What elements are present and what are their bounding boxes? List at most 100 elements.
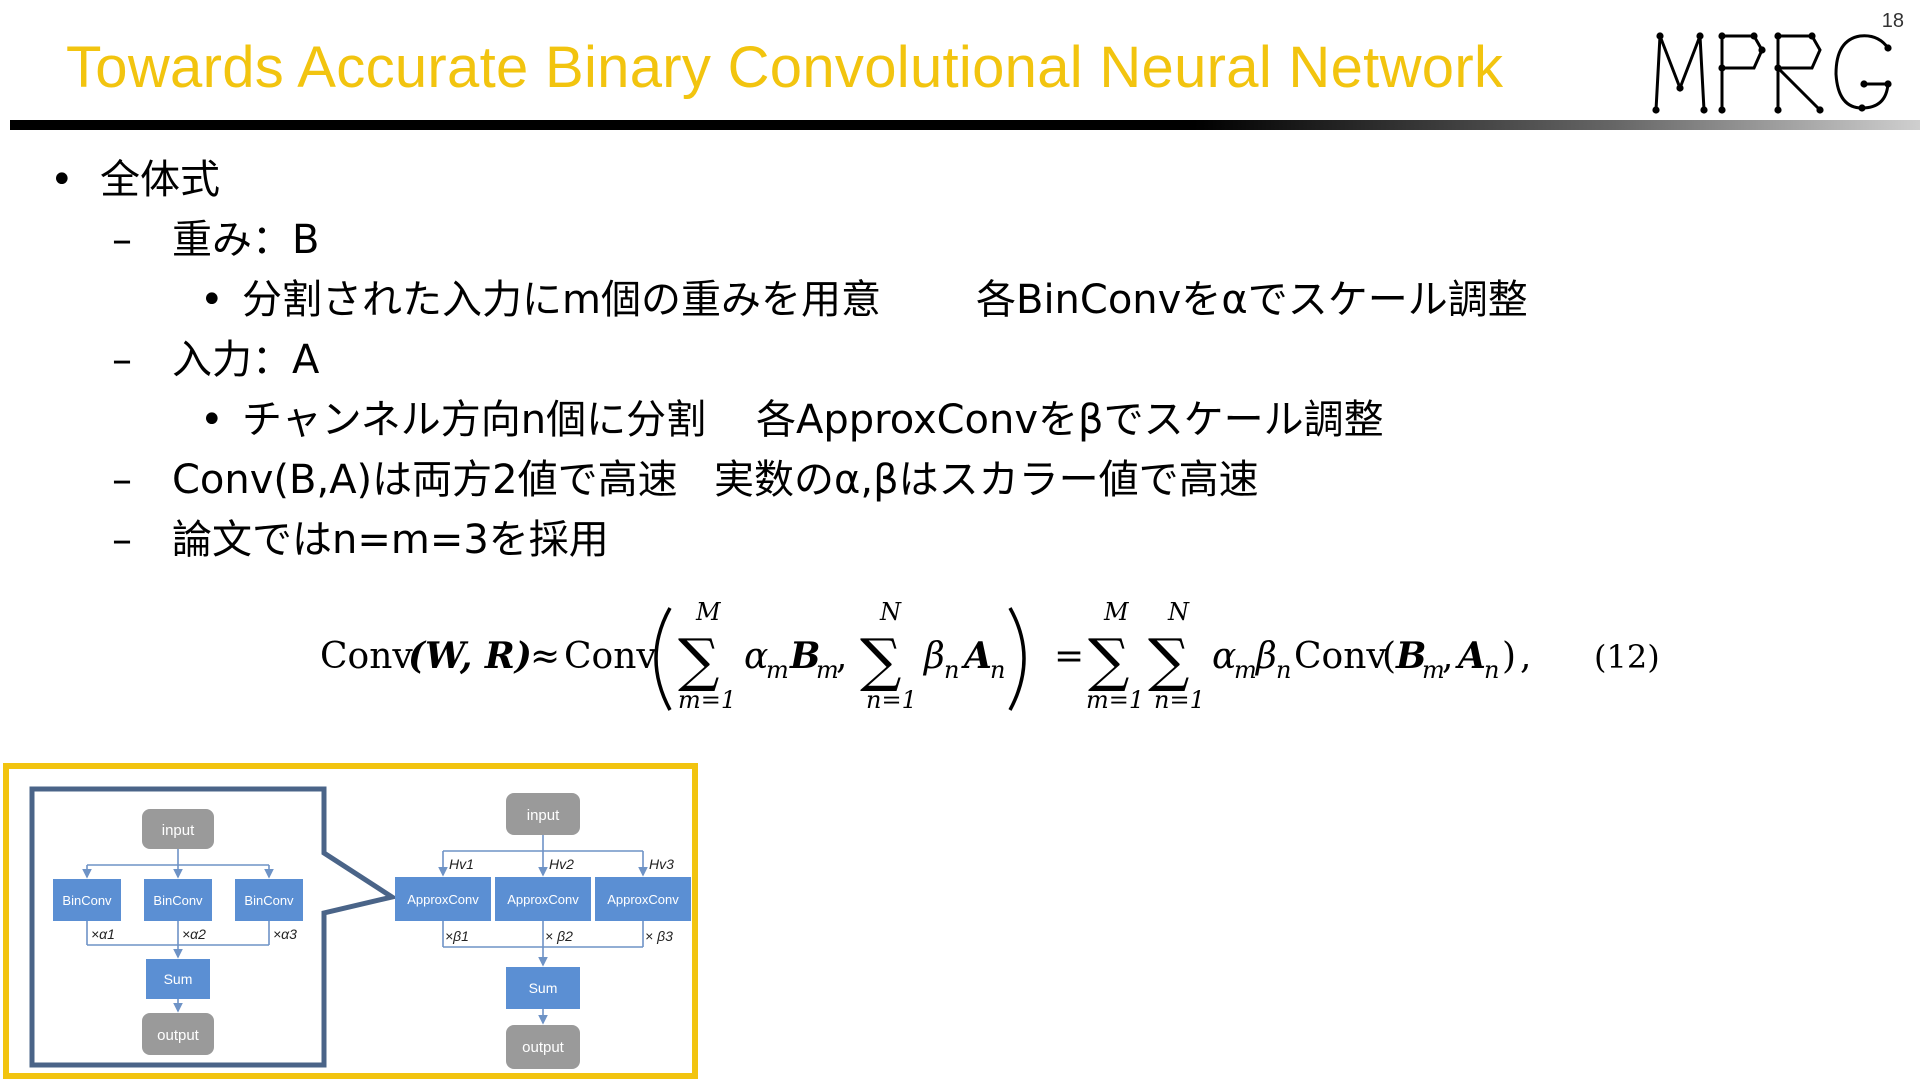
input-node <box>142 809 214 849</box>
binconv-label: BinConv <box>153 893 203 908</box>
approxconv-label: ApproxConv <box>407 892 479 907</box>
binconv-label: BinConv <box>244 893 294 908</box>
eq-sum-upper: M <box>1103 600 1130 626</box>
eq-B-sub: m <box>1422 656 1445 684</box>
approxconv-node <box>495 877 591 921</box>
title-rule <box>10 120 1920 130</box>
bullet-text: 分割された入力にm個の重みを用意 <box>242 277 881 323</box>
sum-label: Sum <box>529 980 558 996</box>
eq-B: B <box>1395 635 1426 677</box>
approxconv-node <box>395 877 491 921</box>
eq-sigma: ∑ <box>678 626 719 694</box>
figure-frame: input BinConv BinConv BinConv ×α1 ×α2 ×α… <box>3 763 698 1079</box>
sum-node <box>146 959 210 999</box>
beta-scale: ×β1 <box>445 928 469 944</box>
eq-conv: Conv <box>320 636 413 677</box>
eq-lhs-args: (W, R) <box>408 635 532 677</box>
dash-mark: – <box>112 337 132 383</box>
eq-B-sub: m <box>816 656 839 684</box>
eq-beta: β <box>922 636 945 677</box>
eq-sigma: ∑ <box>1088 626 1129 694</box>
input-label: input <box>527 807 560 824</box>
bullet-text: 入力：A <box>172 337 320 383</box>
eq-left-paren <box>654 607 672 711</box>
h-label: Hv2 <box>549 856 574 872</box>
eq-beta-sub: n <box>944 656 959 684</box>
input-label: input <box>162 822 195 839</box>
approxconv-label: ApproxConv <box>507 892 579 907</box>
h-label: Hv1 <box>449 856 474 872</box>
eq-alpha: α <box>1212 636 1236 677</box>
beta-scale: × β2 <box>545 928 573 944</box>
approxconv-node <box>595 877 691 921</box>
beta-scale: × β3 <box>645 928 673 944</box>
eq-sigma: ∑ <box>1148 626 1189 694</box>
page-number: 18 <box>1881 10 1904 32</box>
bullet-text-note: 実数のα,βはスカラー値で高速 <box>714 457 1259 503</box>
eq-conv: Conv <box>564 636 657 677</box>
architecture-figure: input BinConv BinConv BinConv ×α1 ×α2 ×α… <box>29 786 691 1069</box>
bullet-dot: • <box>200 397 224 443</box>
eq-close-paren: ) <box>1502 636 1516 677</box>
sum-label: Sum <box>164 971 193 987</box>
input-node <box>506 793 580 835</box>
eq-equals: = <box>1054 636 1084 677</box>
dash-mark: – <box>112 517 132 563</box>
eq-approx: ≈ <box>530 636 560 677</box>
output-label: output <box>157 1027 200 1044</box>
alpha-scale: ×α3 <box>273 926 297 942</box>
eq-sum-upper: M <box>695 600 722 626</box>
bullet-dot: • <box>200 277 224 323</box>
eq-open-paren: ( <box>1382 636 1396 677</box>
eq-sum-upper: N <box>1167 600 1190 626</box>
output-node <box>142 1013 214 1055</box>
binconv-node <box>235 879 303 921</box>
output-node <box>506 1025 580 1069</box>
left-panel-outline <box>29 786 399 1068</box>
eq-comma: , <box>1520 636 1531 677</box>
bullet-text: 全体式 <box>100 157 220 203</box>
eq-sum-lower: n=1 <box>1154 686 1205 714</box>
eq-comma: , <box>836 636 847 677</box>
eq-alpha: α <box>744 636 768 677</box>
sum-node <box>506 967 580 1009</box>
slide-title: Towards Accurate Binary Convolutional Ne… <box>66 35 1504 100</box>
alpha-scale: ×α1 <box>91 926 115 942</box>
eq-A-sub: n <box>1484 656 1499 684</box>
alpha-scale: ×α2 <box>182 926 206 942</box>
bullet-text-note: 各BinConvをαでスケール調整 <box>976 277 1528 323</box>
dash-mark: – <box>112 217 132 263</box>
eq-right-paren <box>1008 607 1026 711</box>
mprg-logo <box>1652 32 1892 114</box>
bullet-text-note: 各ApproxConvをβでスケール調整 <box>756 397 1384 443</box>
bullet-text: 重み：B <box>172 217 320 263</box>
eq-sum-upper: N <box>879 600 902 626</box>
eq-beta: β <box>1254 636 1277 677</box>
binconv-node <box>53 879 121 921</box>
eq-sum-lower: n=1 <box>866 686 917 714</box>
eq-alpha-sub: m <box>766 656 789 684</box>
eq-conv: Conv <box>1294 636 1387 677</box>
eq-beta-sub: n <box>1276 656 1291 684</box>
approxconv-label: ApproxConv <box>607 892 679 907</box>
bullet-dot: • <box>50 157 74 203</box>
eq-A-sub: n <box>990 656 1005 684</box>
eq-sum-lower: m=1 <box>678 686 736 714</box>
binconv-label: BinConv <box>62 893 112 908</box>
binconv-node <box>144 879 212 921</box>
eq-comma: , <box>1442 636 1453 677</box>
eq-number: (12) <box>1594 638 1660 676</box>
eq-B: B <box>789 635 820 677</box>
eq-A: A <box>1455 635 1486 677</box>
eq-alpha-sub: m <box>1234 656 1257 684</box>
h-label: Hv3 <box>649 856 674 872</box>
eq-A: A <box>961 635 992 677</box>
equation-12: Conv (W, R) ≈ Conv M ∑ m=1 α m B m , N ∑… <box>320 600 1660 714</box>
eq-sum-lower: m=1 <box>1086 686 1144 714</box>
eq-sigma: ∑ <box>860 626 901 694</box>
bullet-text: Conv(B,A)は両方2値で高速 <box>172 457 678 503</box>
output-label: output <box>522 1039 565 1056</box>
dash-mark: – <box>112 457 132 503</box>
bullet-text: 論文ではn=m=3を採用 <box>172 517 609 563</box>
bullet-text: チャンネル方向n個に分割 <box>242 397 707 443</box>
